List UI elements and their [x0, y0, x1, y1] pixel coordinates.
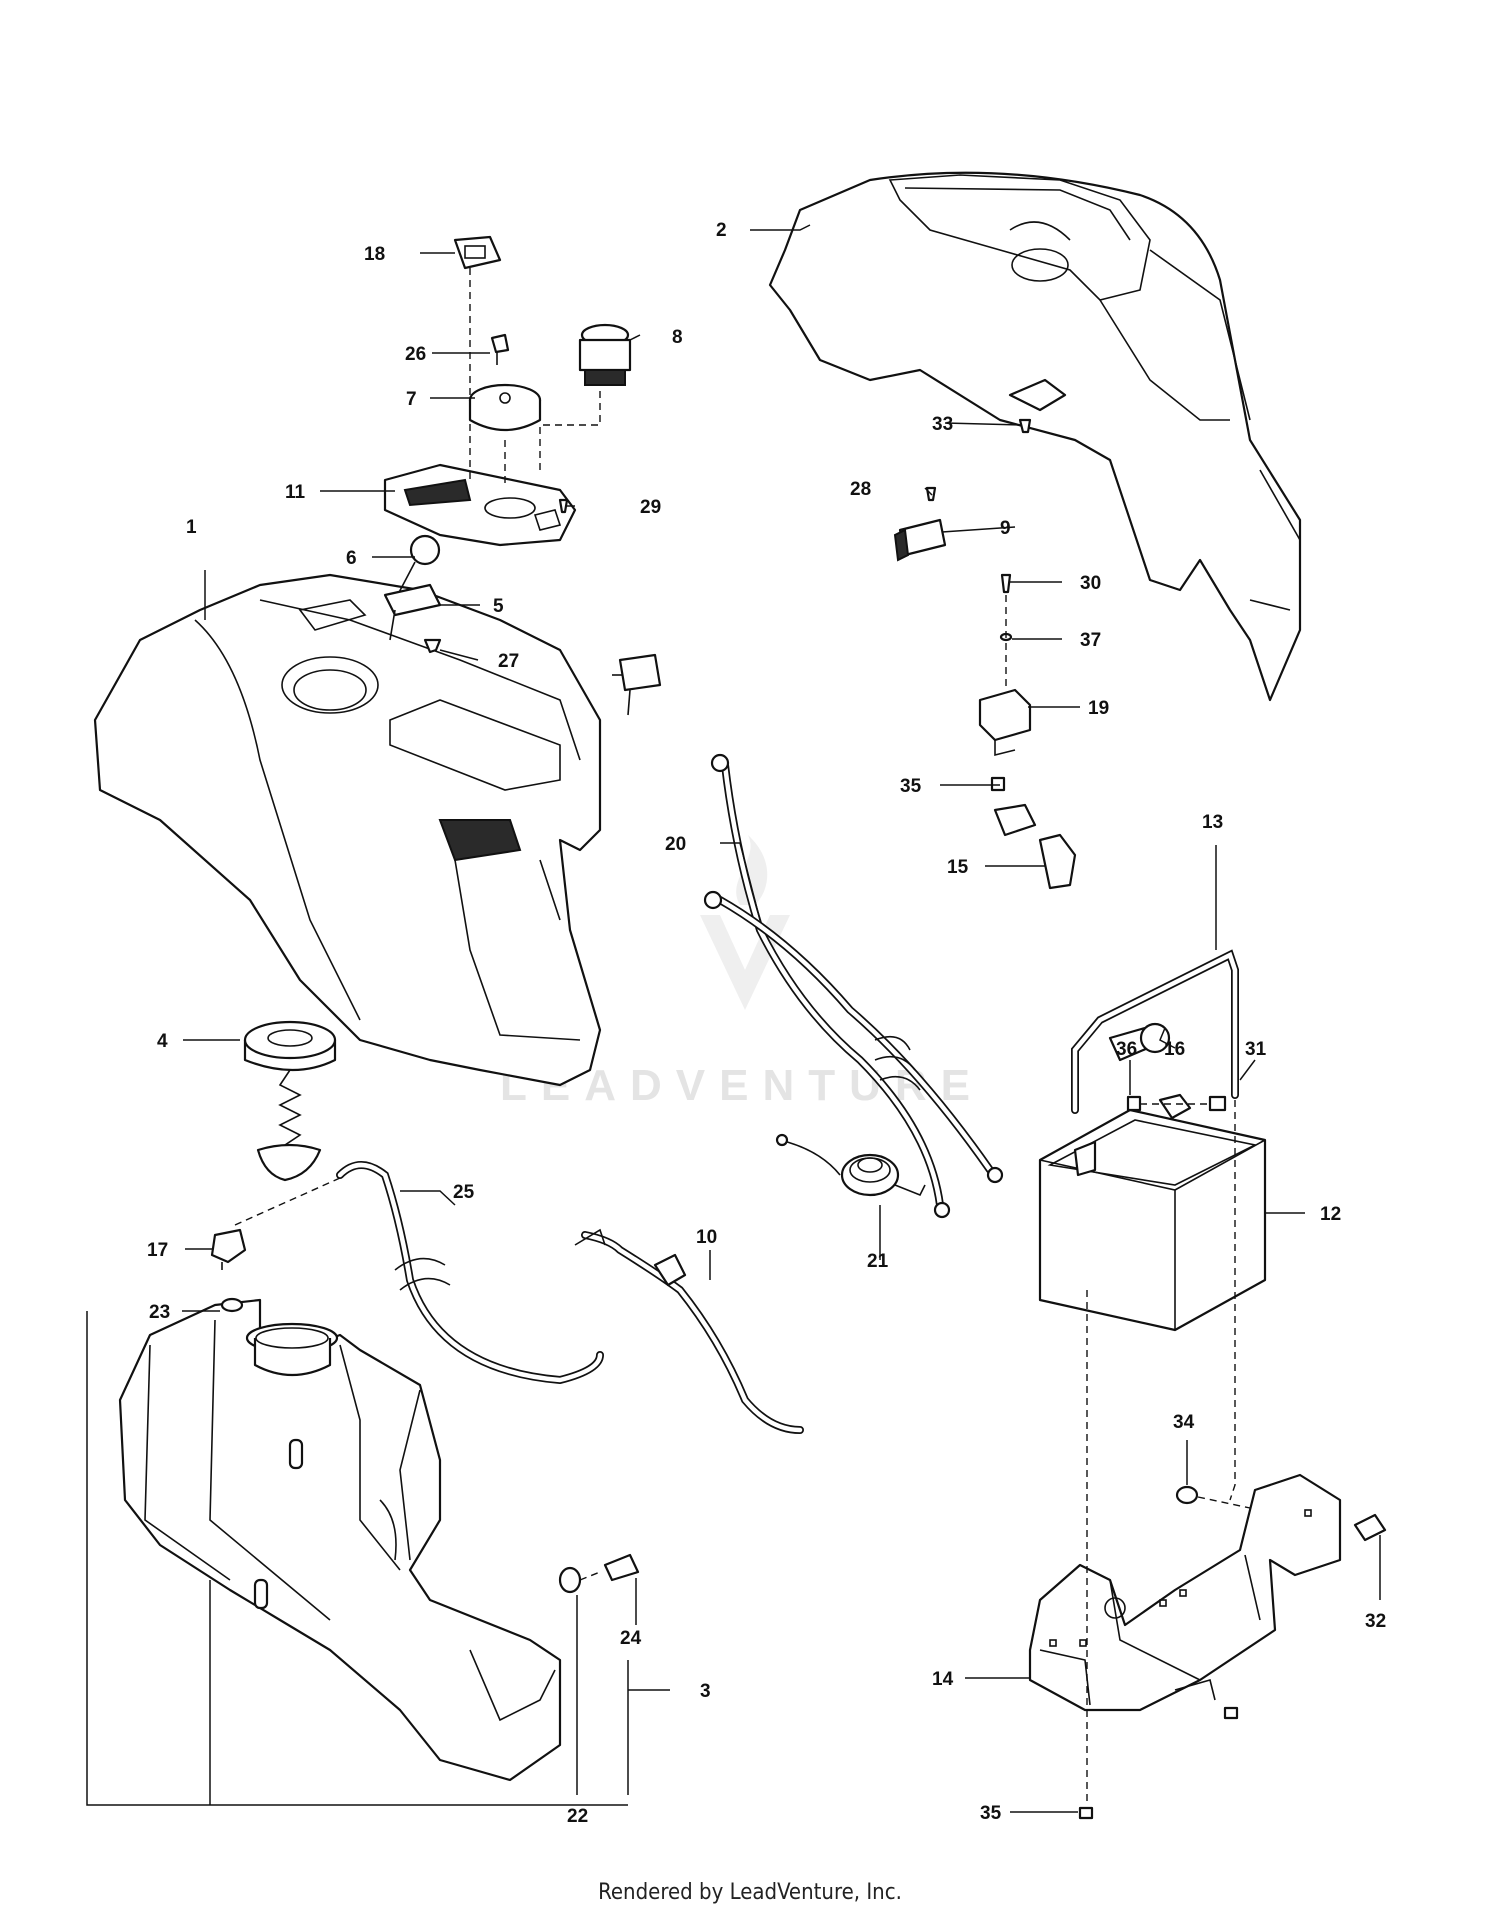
callout-labels: 1 2 3 4 5 6 7 8 9 10 11 12 13 14 15 16 1… — [147, 220, 1386, 1827]
callout-14: 14 — [932, 1669, 954, 1690]
part-4-fuel-cap — [243, 1020, 337, 1182]
part-12-battery — [1038, 1093, 1267, 1332]
part-2-right-shroud — [768, 171, 1302, 702]
callout-7: 7 — [406, 389, 417, 410]
callout-15: 15 — [947, 857, 969, 878]
callout-23: 23 — [149, 1302, 170, 1323]
part-36-nut — [1126, 1095, 1142, 1112]
callout-18: 18 — [364, 244, 385, 265]
callout-13: 13 — [1202, 812, 1223, 833]
callout-29: 29 — [640, 497, 661, 518]
callout-28: 28 — [850, 479, 871, 500]
footer-credit: Rendered by LeadVenture, Inc. — [598, 1880, 902, 1905]
callout-31: 31 — [1245, 1039, 1267, 1060]
part-17-tank-fitting — [210, 1228, 247, 1270]
part-26-key — [490, 333, 510, 365]
callout-27: 27 — [498, 651, 519, 672]
part-19-switch — [978, 688, 1032, 757]
callout-2: 2 — [716, 220, 727, 241]
callout-33: 33 — [932, 414, 953, 435]
callout-1: 1 — [186, 517, 197, 538]
callout-17: 17 — [147, 1240, 168, 1261]
callout-21: 21 — [867, 1251, 889, 1272]
callout-4: 4 — [157, 1031, 168, 1052]
part-35-nut-lower — [1078, 1806, 1094, 1820]
callout-25: 25 — [453, 1182, 475, 1203]
part-23-grommet — [220, 1297, 244, 1313]
callout-16: 16 — [1164, 1039, 1185, 1060]
part-35-nut — [990, 776, 1006, 792]
part-34-nut — [1175, 1485, 1199, 1505]
part-13-hold-down-rod — [1071, 949, 1239, 1114]
part-8-pto-switch — [578, 323, 632, 386]
part-seat-switch — [612, 653, 662, 716]
leader-lines — [86, 224, 1381, 1813]
callout-37: 37 — [1080, 630, 1101, 651]
callout-32: 32 — [1365, 1611, 1386, 1632]
part-10-cable — [574, 1228, 804, 1434]
part-15-connector — [993, 803, 1077, 890]
callout-3: 3 — [700, 1681, 711, 1702]
callout-35-lower: 35 — [980, 1803, 1002, 1824]
callout-11: 11 — [285, 482, 306, 503]
assembly-dash-lines — [234, 268, 1251, 1805]
callout-26: 26 — [405, 344, 426, 365]
part-16-terminal-boot — [1108, 1022, 1171, 1062]
part-6-5-27-throttle — [383, 534, 442, 654]
callout-9: 9 — [1000, 518, 1011, 539]
hardware-small-parts — [558, 418, 1387, 1820]
part-31-bolt — [1208, 1095, 1227, 1112]
callout-35-upper: 35 — [900, 776, 922, 797]
callout-5: 5 — [493, 596, 504, 617]
callout-6: 6 — [346, 548, 357, 569]
callout-36: 36 — [1116, 1039, 1137, 1060]
part-30-screw — [1000, 573, 1012, 594]
part-29-screw — [558, 498, 569, 514]
callout-8: 8 — [672, 327, 683, 348]
part-33-screw — [1018, 418, 1032, 434]
part-tray-nut — [1223, 1706, 1239, 1720]
callout-10: 10 — [696, 1227, 717, 1248]
part-14-battery-tray — [1028, 1473, 1342, 1712]
part-22-24-fittings — [558, 1553, 640, 1594]
part-3-fuel-tank — [118, 1298, 562, 1782]
callout-30: 30 — [1080, 573, 1101, 594]
part-32-bolt — [1353, 1513, 1387, 1542]
callout-19: 19 — [1088, 698, 1109, 719]
part-18-switch-cover — [453, 235, 502, 270]
callout-34: 34 — [1173, 1412, 1195, 1433]
callout-12: 12 — [1320, 1204, 1341, 1225]
part-25-fuel-line — [336, 1161, 604, 1385]
part-9-relay — [893, 518, 947, 562]
callout-24: 24 — [620, 1628, 642, 1649]
part-11-control-panel — [383, 463, 577, 547]
part-21-coiled-cable — [775, 1133, 926, 1197]
callout-20: 20 — [665, 834, 686, 855]
callout-22: 22 — [567, 1806, 588, 1827]
part-7-ignition-switch — [468, 383, 542, 431]
part-20-battery-cables — [703, 753, 1004, 1219]
part-1-left-shroud — [93, 573, 602, 1087]
